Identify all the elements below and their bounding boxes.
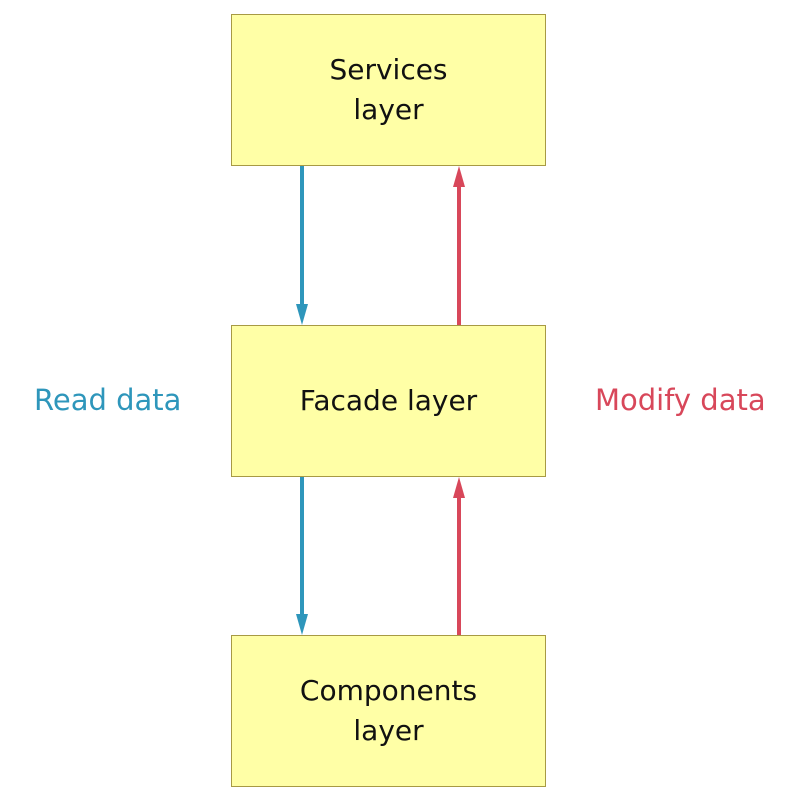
modify-arrow-facade-to-services	[453, 166, 465, 325]
components-layer-label-line2: layer	[353, 714, 424, 747]
services-layer-label-line2: layer	[353, 93, 424, 126]
read-data-label: Read data	[34, 383, 182, 417]
components-layer-box: Components layer	[231, 635, 546, 787]
modify-data-label: Modify data	[595, 383, 766, 417]
facade-layer-label: Facade layer	[299, 384, 478, 417]
components-layer-label-line1: Components	[299, 674, 478, 707]
services-layer-label-line1: Services	[329, 53, 448, 86]
read-arrow-services-to-facade	[296, 166, 308, 325]
services-layer-box: Services layer	[231, 14, 546, 166]
facade-layer-box: Facade layer	[231, 325, 546, 477]
modify-arrow-components-to-facade	[453, 477, 465, 635]
read-arrow-facade-to-components	[296, 477, 308, 635]
